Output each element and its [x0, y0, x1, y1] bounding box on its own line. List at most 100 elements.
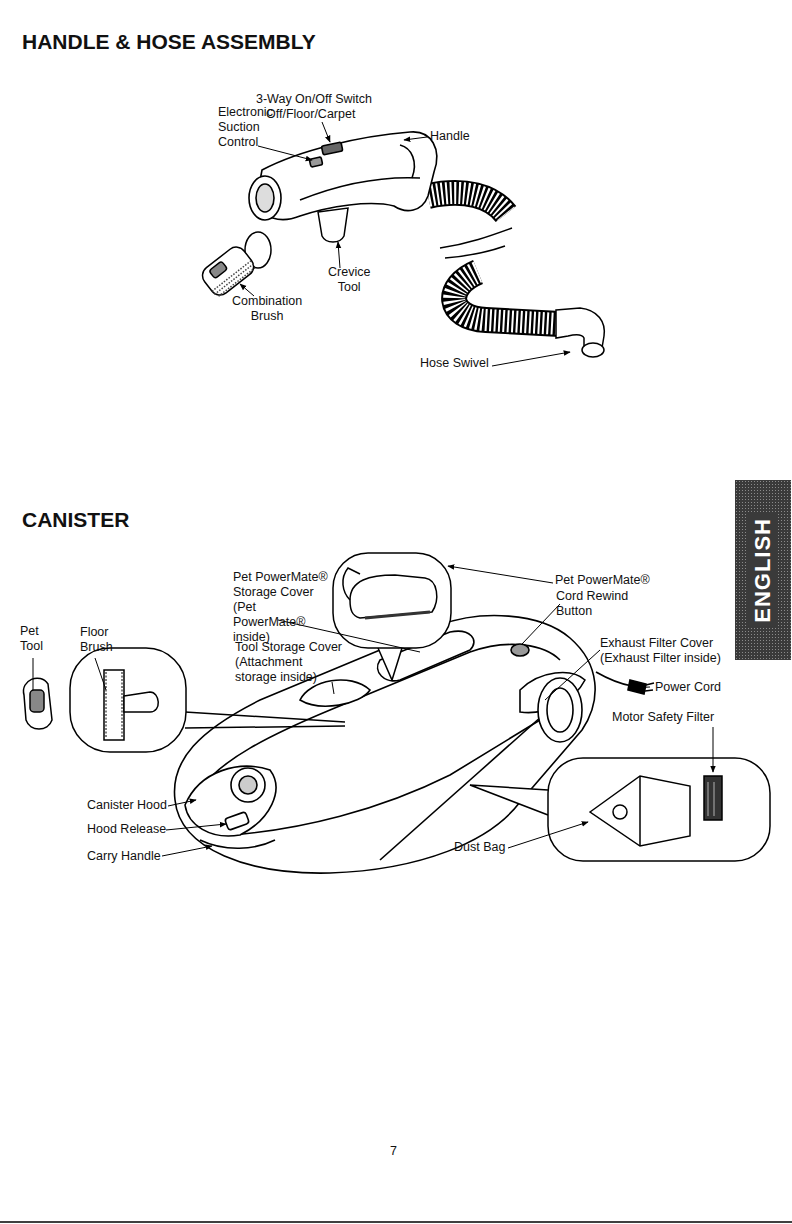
- floor-brush-head: [104, 670, 124, 740]
- language-tab: ENGLISH: [735, 480, 791, 660]
- inset-pointer: [185, 712, 345, 728]
- part-label: Motor Safety Filter: [612, 710, 714, 725]
- leader-line: [713, 727, 714, 772]
- carry-handle: [200, 840, 275, 848]
- tab-text: ENGLISH: [748, 514, 778, 627]
- leader-line: [168, 800, 196, 806]
- leader-line: [322, 122, 330, 142]
- powermate-neck: [343, 568, 360, 600]
- page-edge: [0, 1221, 792, 1223]
- body-ridge: [230, 720, 540, 835]
- floor-brush-neck: [124, 692, 158, 712]
- section-heading: CANISTER: [22, 508, 129, 532]
- leader-line: [33, 658, 34, 690]
- brush-head: [199, 243, 258, 299]
- part-label: Electronic Suction Control: [218, 105, 273, 150]
- handle-opening: [249, 176, 281, 220]
- floor-brush-bristles: [106, 672, 122, 738]
- hood-release: [225, 812, 250, 831]
- break-mark: [440, 228, 512, 248]
- canister-hood: [185, 766, 276, 836]
- hose-inlet: [231, 768, 265, 802]
- handle: [249, 132, 437, 220]
- canister-body: [174, 616, 595, 874]
- part-label: Hood Release: [87, 822, 166, 837]
- part-label: Handle: [430, 129, 470, 144]
- body-ridge: [380, 700, 560, 860]
- inset-frame: [333, 553, 451, 648]
- part-label: Cord Rewind Button: [556, 589, 636, 619]
- hose-outline: [454, 272, 560, 324]
- page-number: 7: [390, 1144, 397, 1159]
- part-label: Floor Brush: [80, 625, 113, 655]
- handle-grip: [400, 145, 414, 178]
- part-label: Carry Handle: [87, 849, 161, 864]
- leader-line: [448, 566, 553, 583]
- cord-rewind-button: [511, 644, 529, 656]
- leader-line: [95, 658, 106, 690]
- leader-line: [545, 650, 600, 700]
- section-heading: HANDLE & HOSE ASSEMBLY: [22, 30, 316, 54]
- leader-line: [508, 822, 588, 848]
- inset-pointer: [470, 785, 548, 815]
- leader-line: [630, 687, 650, 688]
- crevice-tool: [318, 208, 348, 242]
- part-label: Off/Floor/Carpet: [266, 107, 355, 122]
- powermate-head: [350, 575, 437, 618]
- part-label: Canister Hood: [87, 798, 167, 813]
- hose-ribs: [428, 193, 506, 214]
- break-mark: [445, 246, 505, 258]
- brush-slide: [209, 261, 228, 279]
- leader-line: [338, 242, 340, 268]
- filter-pleats: [708, 782, 714, 816]
- rear-wheel: [538, 678, 582, 742]
- leader-lines: [240, 122, 570, 366]
- bag-collar: [613, 805, 627, 819]
- inset-frame: [548, 758, 770, 861]
- inset-frame: [70, 648, 186, 752]
- handle-body: [256, 132, 437, 220]
- combination-brush: [199, 232, 271, 299]
- bristles: [212, 260, 256, 297]
- part-label: Exhaust Filter Cover (Exhaust Filter ins…: [600, 636, 730, 666]
- leader-line: [258, 146, 312, 160]
- swivel-end: [582, 343, 604, 357]
- leader-line: [404, 137, 427, 140]
- part-label: Tool Storage Cover (Attachment storage i…: [235, 640, 345, 685]
- leader-line: [166, 824, 226, 830]
- part-label: 3-Way On/Off Switch: [256, 92, 372, 107]
- part-label: Hose Swivel: [420, 356, 489, 371]
- dustbag-inset: [470, 758, 770, 861]
- motor-safety-filter: [704, 776, 722, 820]
- leader-line: [492, 352, 570, 366]
- pet-tool-pad: [30, 690, 44, 712]
- suction-control: [309, 157, 322, 167]
- hose-ribs: [454, 272, 560, 324]
- crevice-body: [318, 208, 348, 242]
- leader-line: [522, 604, 560, 644]
- hose-outline: [428, 193, 506, 214]
- powermate-brush: [365, 612, 430, 618]
- hose-swivel: [556, 308, 604, 357]
- leader-lines: [33, 566, 713, 856]
- powermate-inset: [333, 553, 451, 680]
- part-label: Pet PowerMate® Storage Cover (Pet PowerM…: [233, 570, 331, 645]
- part-label: Pet PowerMate®: [555, 573, 650, 588]
- handle-seam: [300, 178, 420, 200]
- part-label: Dust Bag: [454, 840, 505, 855]
- bag-fold: [639, 776, 641, 846]
- hose: [428, 193, 560, 324]
- leader-line: [332, 682, 334, 694]
- handle-opening-inner: [256, 184, 274, 212]
- part-label: Pet Tool: [20, 624, 43, 654]
- inset-pointer: [378, 648, 402, 680]
- pet-tool: [23, 678, 52, 729]
- part-label: Crevice Tool: [328, 265, 370, 295]
- hose-inlet-inner: [239, 776, 257, 794]
- power-cord: [596, 672, 632, 686]
- part-label: Combination Brush: [232, 294, 302, 324]
- part-label: Power Cord: [655, 680, 721, 695]
- on-off-switch: [321, 142, 342, 155]
